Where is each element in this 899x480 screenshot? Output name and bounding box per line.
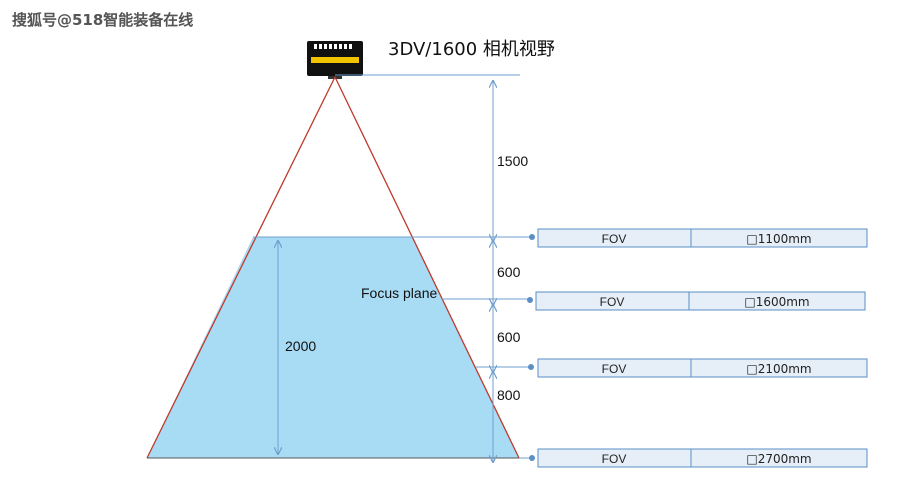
working-volume (147, 237, 519, 458)
fov-label: FOV (602, 362, 627, 376)
fov-label: FOV (602, 232, 627, 246)
connector-dots (527, 234, 535, 461)
focus-plane-label: Focus plane (361, 285, 437, 301)
fov-row: FOV □2700mm (537, 448, 868, 468)
dim-label-600-a: 600 (497, 264, 521, 280)
fov-value: □2100mm (746, 362, 811, 376)
dim-label-600-b: 600 (497, 329, 521, 345)
fov-row: FOV □1600mm (535, 291, 866, 311)
fov-label: FOV (602, 452, 627, 466)
fov-value: □1100mm (746, 232, 811, 246)
dim-label-800: 800 (497, 387, 521, 403)
fov-row: FOV □2100mm (537, 358, 868, 378)
dim-label-1500: 1500 (497, 153, 528, 169)
watermark-text: 搜狐号@518智能装备在线 (12, 11, 193, 29)
cone-edge-right (334, 76, 520, 459)
cone-edge-left (146, 76, 336, 459)
guide-lines (253, 74, 532, 459)
fov-value: □2700mm (746, 452, 811, 466)
fov-value: □1600mm (744, 295, 809, 309)
dim-label-2000: 2000 (285, 338, 316, 354)
fov-row: FOV □1100mm (537, 228, 868, 248)
camera-icon (307, 41, 363, 79)
diagram-title: 3DV/1600 相机视野 (388, 39, 555, 60)
fov-label: FOV (600, 295, 625, 309)
